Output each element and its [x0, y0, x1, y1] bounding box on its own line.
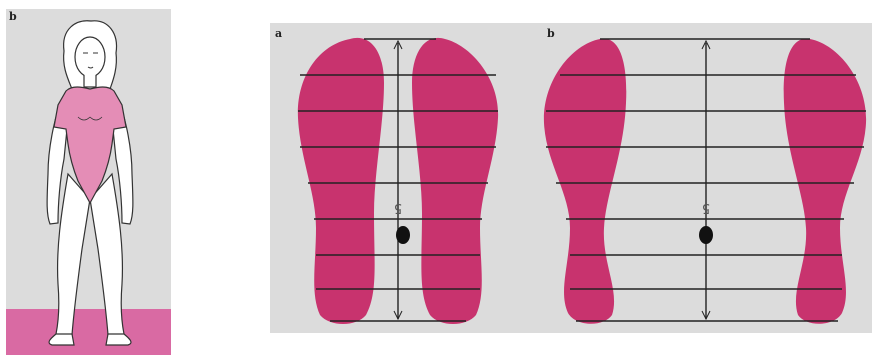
right-footprint-b	[784, 39, 866, 324]
left-footprint-a	[298, 38, 384, 324]
footprints-b: 5	[544, 39, 866, 324]
face	[75, 37, 105, 77]
right-footprint-a	[412, 38, 498, 324]
floor-strip	[6, 309, 171, 355]
line-number-b: 5	[702, 200, 710, 215]
center-of-gravity-dot-a	[396, 226, 410, 244]
standing-woman-figure-panel: b	[6, 9, 171, 355]
standing-woman-illustration	[6, 9, 171, 355]
line-number-a: 5	[394, 200, 402, 215]
center-of-gravity-dot-b	[699, 226, 713, 244]
footprints-a: 5	[298, 38, 498, 324]
left-footprint-b	[544, 39, 626, 324]
footprint-illustration: 5 5	[270, 23, 872, 333]
footprint-comparison-panel: a b 5	[270, 23, 872, 333]
